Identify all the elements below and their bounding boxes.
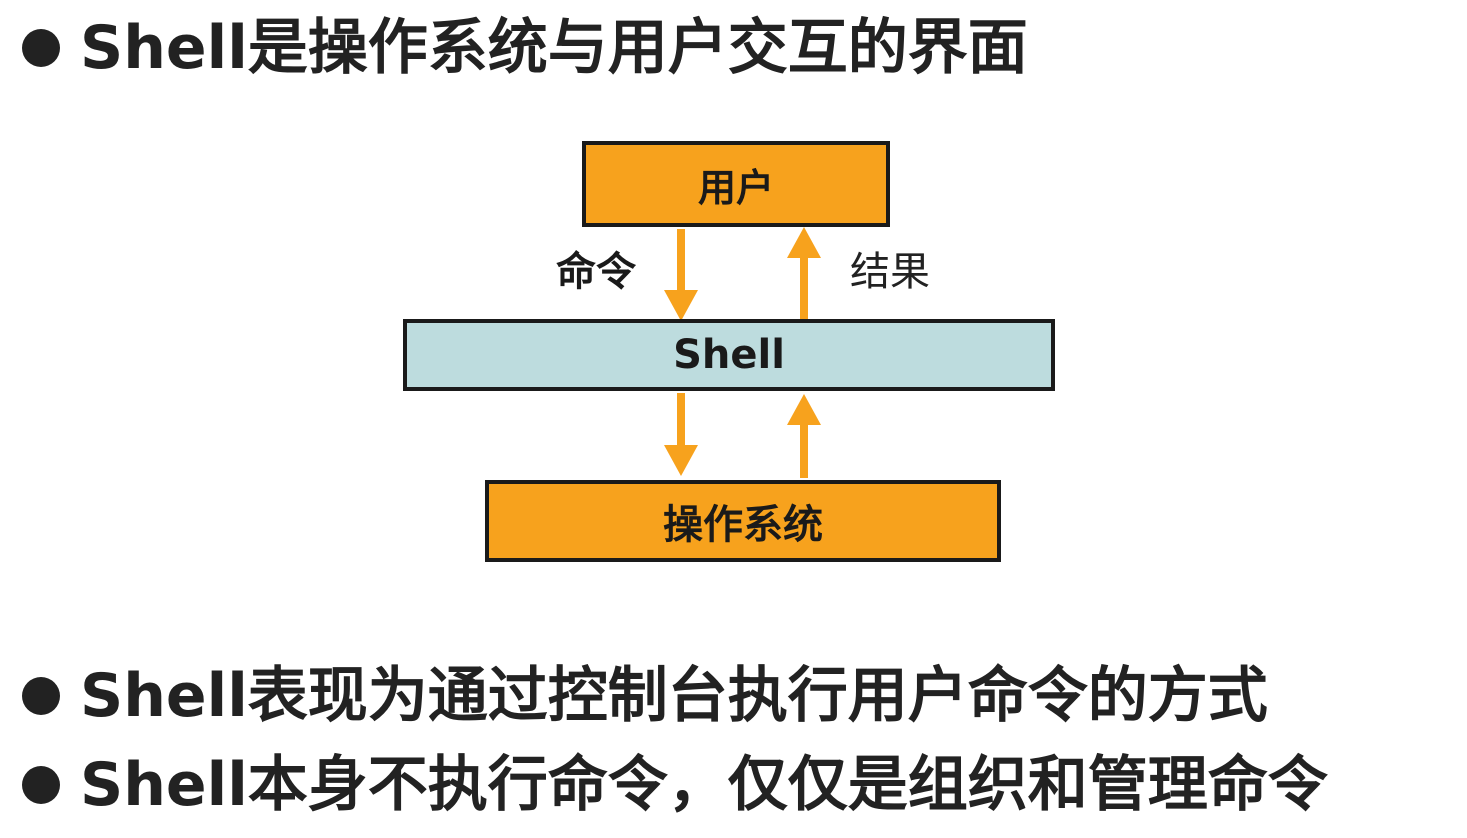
shell-box: Shell <box>403 319 1055 391</box>
os-box-label: 操作系统 <box>663 502 823 548</box>
os-box: 操作系统 <box>485 480 1001 562</box>
bullet-3: Shell本身不执行命令，仅仅是组织和管理命令 <box>22 745 1328 825</box>
result-label: 结果 <box>850 249 930 295</box>
arrow-up-shell-icon <box>787 394 821 478</box>
arrow-down-os-icon <box>664 393 698 476</box>
bullet-2-text: Shell表现为通过控制台执行用户命令的方式 <box>80 661 1268 731</box>
user-box-label: 用户 <box>697 165 774 210</box>
shell-box-label: Shell <box>673 332 785 378</box>
command-label: 命令 <box>556 249 636 295</box>
bullet-dot-icon <box>22 29 60 67</box>
arrow-up-result-icon <box>787 227 821 319</box>
bullet-dot-icon <box>22 677 60 715</box>
bullet-dot-icon <box>22 766 60 804</box>
arrow-down-command-icon <box>664 229 698 321</box>
bullet-3-text: Shell本身不执行命令，仅仅是组织和管理命令 <box>80 750 1328 820</box>
bullet-1-text: Shell是操作系统与用户交互的界面 <box>80 13 1028 83</box>
bullet-2: Shell表现为通过控制台执行用户命令的方式 <box>22 656 1268 736</box>
user-box: 用户 <box>582 141 890 227</box>
bullet-1: Shell是操作系统与用户交互的界面 <box>22 8 1028 88</box>
